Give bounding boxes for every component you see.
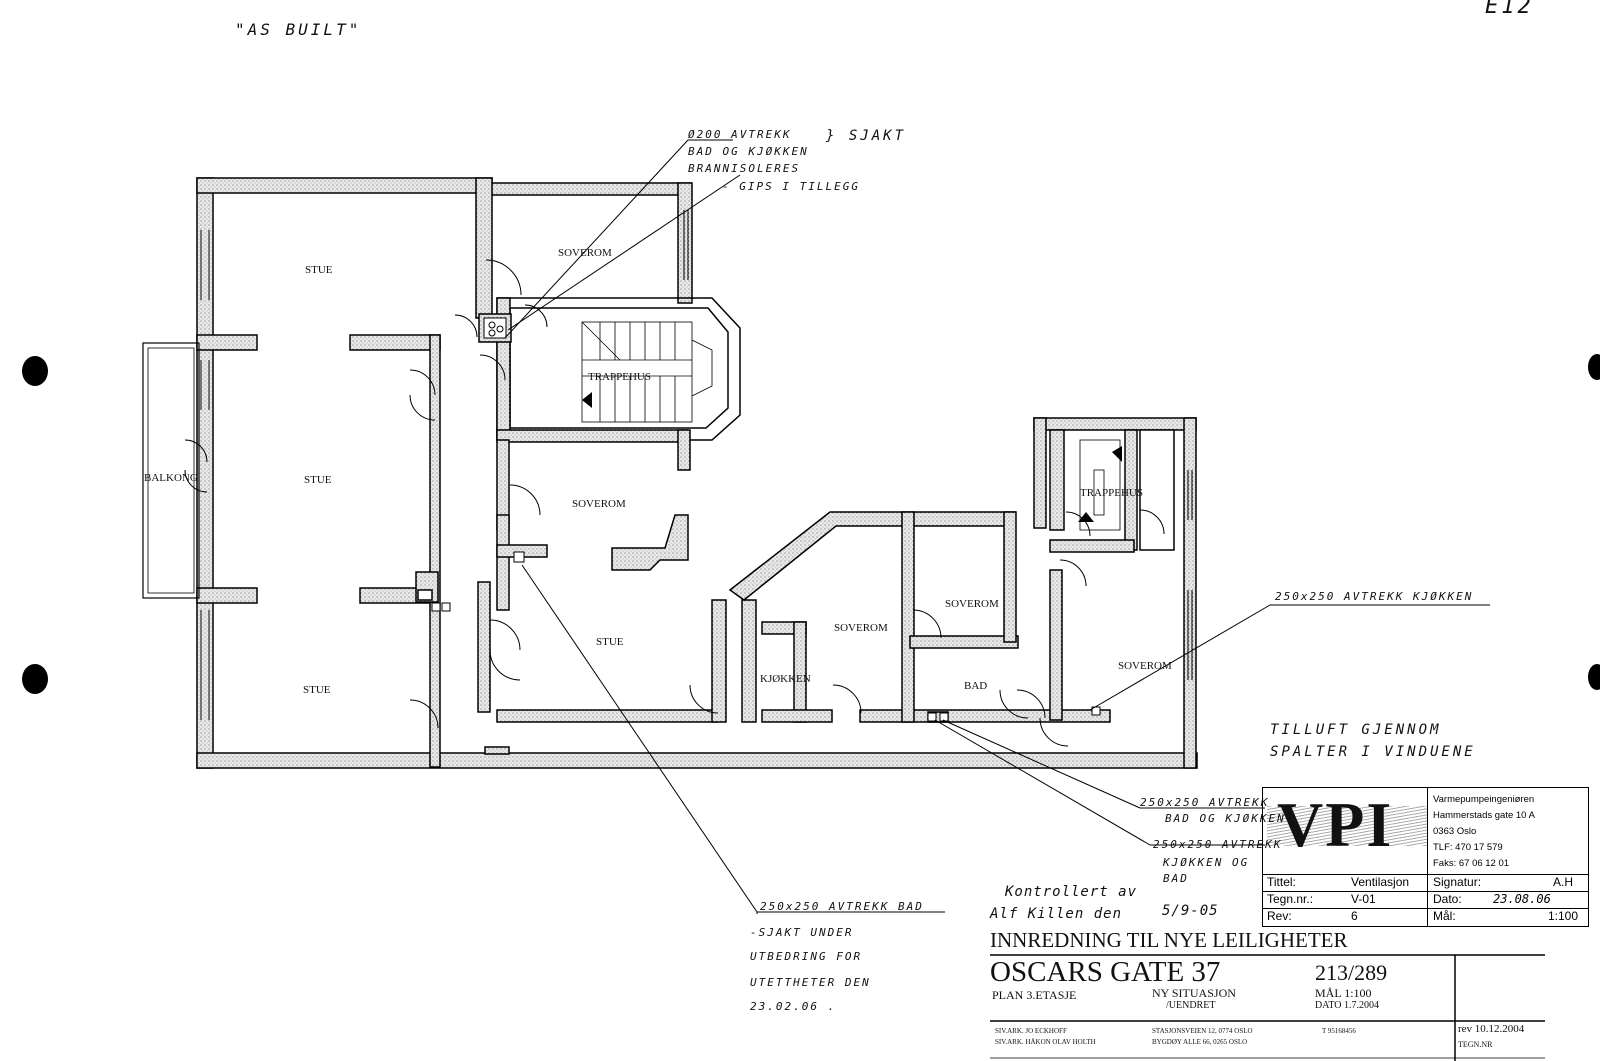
sheet-id: E12: [1485, 0, 1534, 19]
room-stue-center: STUE: [596, 636, 624, 648]
room-trappehus-left: TRAPPEHUS: [588, 371, 651, 383]
note-kitchen-exhaust: 250x250 AVTREKK KJØKKEN: [1275, 590, 1474, 603]
windows: [200, 210, 1193, 720]
punch-hole: [22, 356, 48, 386]
room-bad: BAD: [964, 680, 988, 692]
title-phone: T 95168456: [1322, 1027, 1356, 1035]
doors: [184, 259, 1165, 747]
vpi-company-info: Varmepumpeingeniøren Hammerstads gate 10…: [1433, 794, 1535, 869]
note-avtrekk-200: Ø200 AVTREKK: [688, 128, 792, 141]
room-trappehus-right: TRAPPEHUS: [1080, 487, 1143, 499]
as-built-note: "AS BUILT": [235, 20, 362, 39]
title-architect-1: SIV.ARK. JO ECKHOFF: [995, 1027, 1067, 1035]
vpi-signatur-value: A.H: [1553, 875, 1574, 889]
title-date: DATO 1.7.2004: [1315, 1000, 1379, 1011]
vpi-dato-label: Dato:: [1433, 892, 1462, 906]
room-soverom-right1: SOVEROM: [834, 622, 888, 634]
title-situation2: /UENDRET: [1166, 1000, 1216, 1011]
vpi-logo: VPI: [1267, 789, 1428, 867]
note-bath-kitchen-2: BAD OG KJØKKEN: [1165, 812, 1286, 825]
title-scale: MÅL 1:100: [1315, 986, 1372, 1000]
vpi-tegn-label: Tegn.nr.:: [1267, 892, 1314, 906]
staircase: [581, 321, 1121, 531]
title-heading: INNREDNING TIL NYE LEILIGHETER: [990, 928, 1348, 952]
title-plan: PLAN 3.ETASJE: [992, 988, 1077, 1002]
note-bottom-4: UTETTHETER DEN: [750, 976, 871, 989]
room-soverom-center: SOVEROM: [572, 498, 626, 510]
controlled-name: Alf Killen den: [990, 906, 1123, 922]
leader-lines: [504, 139, 1490, 914]
punch-hole: [1588, 664, 1600, 690]
title-address: OSCARS GATE 37: [990, 956, 1221, 988]
vpi-tittel-label: Tittel:: [1267, 875, 1296, 889]
vpi-tegn-value: V-01: [1351, 892, 1376, 906]
title-revision: rev 10.12.2004: [1458, 1023, 1525, 1035]
controlled-date: 5/9-05: [1162, 903, 1219, 919]
room-soverom-right3: SOVEROM: [1118, 660, 1172, 672]
walls: [196, 177, 1198, 769]
title-office-1: STASJONSVEIEN 12, 0774 OSLO: [1152, 1027, 1253, 1035]
vpi-dato-value: 23.08.06: [1493, 892, 1551, 906]
title-situation: NY SITUASJON: [1152, 986, 1236, 1000]
title-office-2: BYGDØY ALLE 66, 0265 OSLO: [1152, 1038, 1248, 1046]
note-bottom-1: 250x250 AVTREKK BAD: [760, 900, 924, 913]
punch-hole: [1588, 354, 1600, 380]
title-number: 213/289: [1315, 960, 1388, 985]
vpi-rev-label: Rev:: [1267, 909, 1292, 923]
room-stue-top: STUE: [305, 264, 333, 276]
note-kitchen-bath-3: BAD: [1163, 872, 1189, 885]
note-kitchen-bath-2: KJØKKEN OG: [1163, 856, 1250, 869]
controlled-by: Kontrollert av: [1005, 884, 1138, 900]
room-soverom-right2: SOVEROM: [945, 598, 999, 610]
note-supply-2: SPALTER I VINDUENE: [1270, 744, 1476, 760]
title-tegn-nr: TEGN.NR: [1458, 1040, 1493, 1049]
note-supply-1: TILLUFT GJENNOM: [1270, 722, 1442, 738]
vpi-mal-label: Mål:: [1433, 909, 1456, 923]
vpi-signatur-label: Signatur:: [1433, 875, 1482, 889]
vpi-stamp: VPI Varmepumpeingeniøren Hammerstads gat…: [1262, 787, 1589, 927]
note-brannisoleres: BRANNISOLERES: [688, 162, 801, 175]
balcony: [142, 342, 200, 599]
vpi-rev-value: 6: [1351, 909, 1358, 923]
punch-hole: [22, 664, 48, 694]
room-kjokken: KJØKKEN: [760, 673, 811, 685]
title-block-frame: [990, 954, 1545, 1061]
note-bottom-2: -SJAKT UNDER: [750, 926, 854, 939]
note-bath-kitchen-1: 250x250 AVTREKK: [1140, 796, 1270, 809]
title-architect-2: SIV.ARK. HÅKON OLAV HOLTH: [995, 1038, 1096, 1046]
note-bottom-5: 23.02.06 .: [750, 1000, 837, 1013]
vpi-tittel-value: Ventilasjon: [1351, 875, 1410, 889]
room-stue-bottom: STUE: [303, 684, 331, 696]
note-sjakt: } SJAKT: [826, 128, 907, 144]
room-soverom-top: SOVEROM: [558, 247, 612, 259]
note-bottom-3: UTBEDRING FOR: [750, 950, 863, 963]
room-stue-mid: STUE: [304, 474, 332, 486]
note-bad-kjokken: BAD OG KJØKKEN: [688, 145, 809, 158]
vpi-mal-value: 1:100: [1548, 909, 1579, 923]
note-gips: - GIPS I TILLEGG: [722, 180, 860, 193]
note-kitchen-bath-1: 250x250 AVTREKK: [1153, 838, 1283, 851]
vents: [431, 317, 1101, 722]
room-balkong: BALKONG: [144, 472, 198, 484]
